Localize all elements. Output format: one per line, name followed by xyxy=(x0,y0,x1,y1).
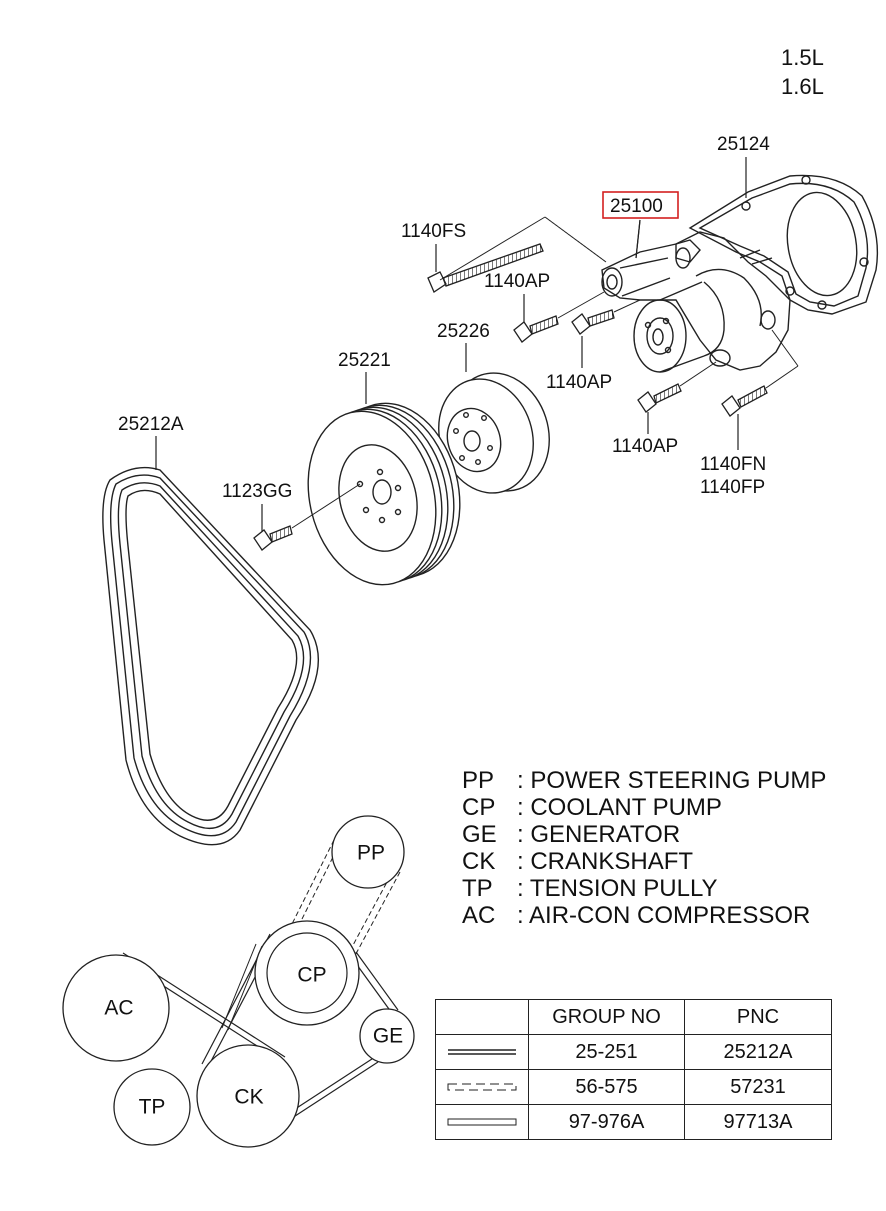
label-25226: 25226 xyxy=(437,321,490,342)
table-row[interactable]: 97-976A 97713A xyxy=(435,1104,832,1140)
label-25221: 25221 xyxy=(338,350,391,371)
legend-item: CK: CRANKSHAFT xyxy=(462,848,694,875)
label-25124: 25124 xyxy=(717,134,770,155)
line-style-outline xyxy=(435,1104,529,1140)
engine-variant-2: 1.6L xyxy=(781,74,824,99)
line-style-dashed xyxy=(435,1069,529,1105)
group-no-cell: 56-575 xyxy=(528,1069,685,1105)
pnc-cell[interactable]: 25212A xyxy=(684,1034,832,1070)
bolt-1140ap-1[interactable] xyxy=(513,315,559,343)
svg-text:TP: TP xyxy=(139,1096,166,1119)
legend-item: CP: COOLANT PUMP xyxy=(462,794,722,821)
pulley-tp: TP xyxy=(113,1068,191,1146)
drive-belt-part[interactable] xyxy=(102,466,320,846)
pump-pulley-part[interactable] xyxy=(424,360,564,505)
crank-bolt-part[interactable] xyxy=(253,525,293,551)
line-style-double-solid xyxy=(435,1034,529,1070)
highlight-box-25100 xyxy=(602,191,679,219)
bolt-1140ap-2[interactable] xyxy=(571,309,615,335)
engine-variant-1: 1.5L xyxy=(781,45,824,70)
table-header-row: GROUP NO PNC xyxy=(435,999,832,1035)
label-25100[interactable]: 25100 xyxy=(610,196,663,217)
svg-text:GE: GE xyxy=(373,1025,403,1048)
label-1140fn: 1140FN xyxy=(700,454,766,475)
legend-item: AC: AIR-CON COMPRESSOR xyxy=(462,902,811,929)
pulley-cp: CP xyxy=(254,920,360,1026)
group-pnc-table: GROUP NO PNC 25-251 25212A 56-575 57231 … xyxy=(435,999,832,1140)
pulley-ge: GE xyxy=(359,1008,415,1064)
label-1140ap-3: 1140AP xyxy=(612,436,678,457)
water-pump-part[interactable] xyxy=(601,231,791,373)
legend-item: TP: TENSION PULLY xyxy=(462,875,718,902)
table-row[interactable]: 25-251 25212A xyxy=(435,1034,832,1070)
svg-text:CK: CK xyxy=(234,1086,263,1109)
pnc-cell[interactable]: 97713A xyxy=(684,1104,832,1140)
bolt-1140fs[interactable] xyxy=(427,243,544,293)
pulley-pp: PP xyxy=(331,815,405,889)
label-1140fs: 1140FS xyxy=(401,221,466,242)
svg-text:CP: CP xyxy=(297,964,326,987)
table-header-group: GROUP NO xyxy=(528,999,685,1035)
group-no-cell: 25-251 xyxy=(528,1034,685,1070)
pulley-ac: AC xyxy=(62,954,170,1062)
svg-text:PP: PP xyxy=(357,842,385,865)
label-1123gg: 1123GG xyxy=(222,481,292,502)
legend-item: PP: POWER STEERING PUMP xyxy=(462,767,827,794)
crank-pulley-part[interactable] xyxy=(291,390,478,599)
svg-text:AC: AC xyxy=(104,997,133,1020)
label-1140ap-2: 1140AP xyxy=(546,372,612,393)
table-header-line xyxy=(435,999,529,1035)
label-1140ap-1: 1140AP xyxy=(484,271,550,292)
label-25212a: 25212A xyxy=(118,414,184,435)
bolt-1140ap-3[interactable] xyxy=(637,383,682,413)
pnc-cell[interactable]: 57231 xyxy=(684,1069,832,1105)
pulley-ck: CK xyxy=(196,1044,300,1148)
group-no-cell: 97-976A xyxy=(528,1104,685,1140)
bolt-1140fn[interactable] xyxy=(721,385,768,417)
table-header-pnc: PNC xyxy=(684,999,832,1035)
table-row[interactable]: 56-575 57231 xyxy=(435,1069,832,1105)
label-1140fp: 1140FP xyxy=(700,477,765,498)
legend-item: GE: GENERATOR xyxy=(462,821,681,848)
gasket-part[interactable] xyxy=(688,174,879,315)
